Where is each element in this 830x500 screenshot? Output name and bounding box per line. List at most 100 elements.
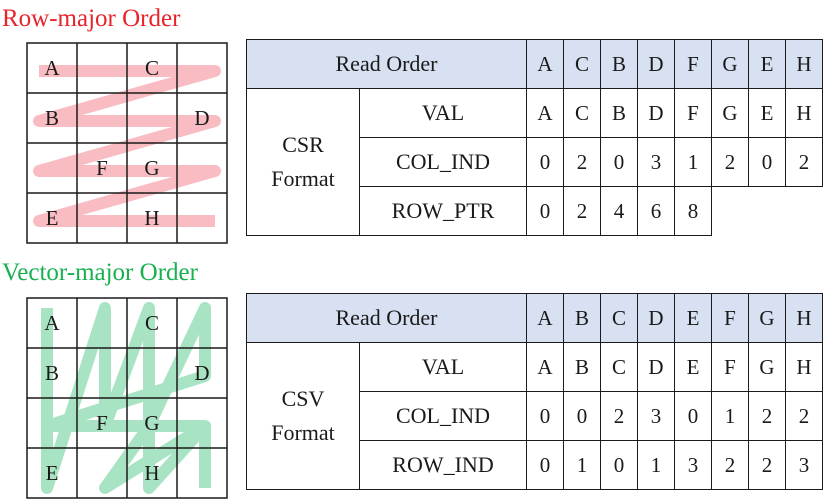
csv-value-cell: A [526, 342, 565, 392]
vector-major-grid-cell-label: E [46, 461, 59, 485]
csr-read-order-label: Read Order [245, 39, 528, 89]
csr-value-cell: 0 [600, 137, 639, 187]
csr-value-cell: 3 [637, 137, 676, 187]
csr-read-order-cell: D [637, 39, 676, 89]
csv-value-cell: 1 [711, 391, 750, 441]
csr-read-order-cell: A [526, 39, 565, 89]
csv-value-cell: 2 [748, 391, 787, 441]
csr-value-cell: 4 [600, 186, 639, 236]
csv-format-name-line1: CSV [281, 386, 325, 411]
vector-major-grid-cell-label: D [194, 361, 209, 385]
csv-value-cell: G [748, 342, 787, 392]
csr-read-order-cell: H [785, 39, 824, 89]
vector-major-grid-cell-label: F [96, 411, 108, 435]
csr-empty-cell [749, 187, 786, 236]
csv-row-label: COL_IND [358, 391, 528, 441]
csr-value-cell: 6 [637, 186, 676, 236]
row-major-grid-cell-label: E [46, 206, 59, 230]
csv-value-cell: D [637, 342, 676, 392]
csv-read-order-cell: C [600, 293, 639, 343]
csr-value-cell: 8 [674, 186, 713, 236]
csr-row-label: ROW_PTR [358, 186, 528, 236]
row-major-title: Row-major Order [2, 5, 181, 32]
csr-value-cell: 1 [674, 137, 713, 187]
vector-major-grid-cell-label: G [144, 411, 159, 435]
csv-read-order-cell: F [711, 293, 750, 343]
csv-value-cell: 3 [785, 440, 824, 490]
csv-value-cell: B [563, 342, 602, 392]
csv-read-order-cell: D [637, 293, 676, 343]
csv-value-cell: E [674, 342, 713, 392]
csr-empty-cell [786, 187, 823, 236]
csv-read-order-cell: A [526, 293, 565, 343]
csv-value-cell: 2 [748, 440, 787, 490]
csv-value-cell: C [600, 342, 639, 392]
csr-format-name-line2: Format [271, 166, 335, 191]
csv-value-cell: 2 [711, 440, 750, 490]
csv-value-cell: F [711, 342, 750, 392]
csv-read-order-cell: G [748, 293, 787, 343]
row-major-grid-cell-label: F [96, 156, 108, 180]
csv-format-name: CSV Format [246, 342, 360, 490]
csr-value-cell: D [637, 88, 676, 138]
csr-value-cell: 2 [563, 186, 602, 236]
csr-value-cell: A [526, 88, 565, 138]
csr-read-order-cell: G [711, 39, 750, 89]
csv-value-cell: 0 [674, 391, 713, 441]
row-major-grid-cell-label: C [145, 56, 159, 80]
csr-value-cell: F [674, 88, 713, 138]
row-major-grid-cell-label: A [44, 56, 60, 80]
csr-value-cell: 0 [748, 137, 787, 187]
csv-value-cell: 1 [637, 440, 676, 490]
vector-major-grid-cell-label: C [145, 311, 159, 335]
csv-value-cell: 3 [674, 440, 713, 490]
csr-empty-cell [712, 187, 749, 236]
csv-value-cell: 0 [526, 440, 565, 490]
csv-row-label: VAL [358, 342, 528, 392]
vector-major-grid-cell-label: A [44, 311, 60, 335]
csr-format-name-line1: CSR [282, 132, 324, 157]
csr-row-label: COL_IND [358, 137, 528, 187]
vector-major-grid-cell-label: H [144, 461, 159, 485]
row-major-grid-cell-label: B [45, 106, 59, 130]
row-major-grid-cell-label: D [194, 106, 209, 130]
csr-format-name: CSR Format [246, 88, 360, 236]
row-major-grid-cell-label: G [144, 156, 159, 180]
csr-read-order-cell: E [748, 39, 787, 89]
csv-row-label: ROW_IND [358, 440, 528, 490]
csr-row-label: VAL [358, 88, 528, 138]
csv-value-cell: 3 [637, 391, 676, 441]
csv-value-cell: 2 [785, 391, 824, 441]
csv-value-cell: 0 [526, 391, 565, 441]
csr-value-cell: 0 [526, 186, 565, 236]
csv-value-cell: 0 [563, 391, 602, 441]
csr-read-order-cell: B [600, 39, 639, 89]
csv-format-name-line2: Format [271, 420, 335, 445]
csr-value-cell: 2 [711, 137, 750, 187]
vector-major-grid-cell-label: B [45, 361, 59, 385]
csv-value-cell: 2 [600, 391, 639, 441]
csr-value-cell: G [711, 88, 750, 138]
csr-value-cell: E [748, 88, 787, 138]
csr-value-cell: C [563, 88, 602, 138]
csr-read-order-cell: F [674, 39, 713, 89]
csv-read-order-cell: B [563, 293, 602, 343]
csv-value-cell: 1 [563, 440, 602, 490]
csr-value-cell: H [785, 88, 824, 138]
csv-read-order-label: Read Order [245, 293, 528, 343]
csr-value-cell: 2 [785, 137, 824, 187]
csv-read-order-cell: H [785, 293, 824, 343]
csv-value-cell: 0 [600, 440, 639, 490]
vector-major-grid: A C B D F G E H [26, 297, 228, 499]
